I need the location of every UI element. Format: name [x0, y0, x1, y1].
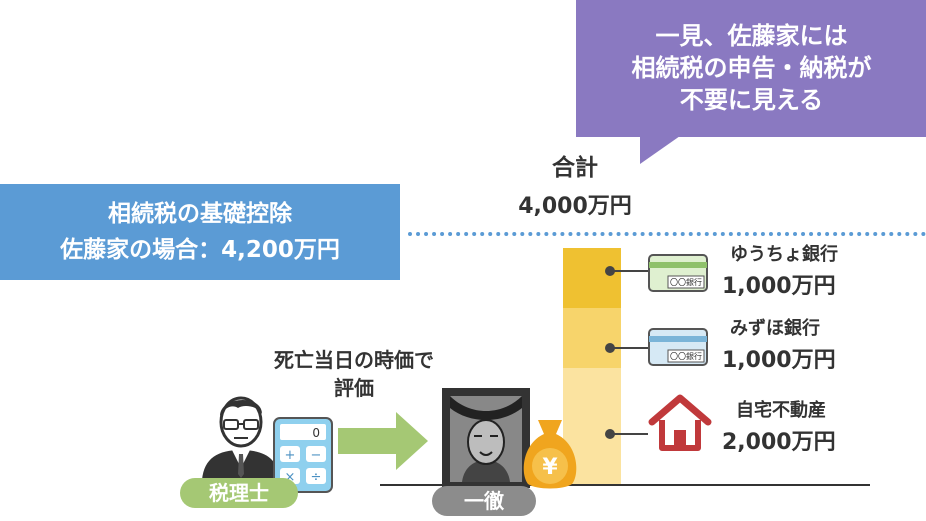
callout-line-3: 不要に見える: [679, 86, 824, 114]
house-icon: [648, 394, 712, 451]
svg-text:−: −: [311, 448, 322, 463]
passbook-green-icon: 〇〇銀行: [648, 254, 708, 292]
evaluation-label: 死亡当日の時価で 評価: [244, 346, 464, 402]
leader-line-home: [612, 433, 648, 435]
asset-name-yucho: ゆうちょ銀行: [730, 244, 838, 265]
bar-segment-mizuho: [563, 308, 621, 368]
asset-value-yucho: 1,000万円: [722, 274, 836, 299]
bar-segment-yucho: [563, 248, 621, 308]
callout-box: 一見、佐藤家には 相続税の申告・納税が 不要に見える: [576, 0, 926, 137]
tax-accountant-icon: [202, 396, 280, 480]
passbook-blue-icon: 〇〇銀行: [648, 328, 708, 366]
leader-dot-mizuho: [605, 343, 615, 353]
money-bag-icon: ¥: [523, 420, 577, 489]
asset-value-home: 2,000万円: [722, 430, 836, 455]
callout-line-2: 相続税の申告・納税が: [631, 54, 872, 82]
callout-tail: [640, 136, 680, 164]
asset-value-mizuho: 1,000万円: [722, 348, 836, 373]
evaluation-line-1: 死亡当日の時価で: [274, 348, 434, 372]
deceased-name-label: 一徹: [432, 486, 536, 516]
leader-line-mizuho: [612, 347, 648, 349]
evaluation-line-2: 評価: [334, 376, 374, 400]
svg-text:÷: ÷: [311, 470, 322, 485]
calculator-icon: 0 + − × ÷: [273, 417, 333, 493]
total-value: 4,000万円: [518, 194, 632, 219]
leader-dot-yucho: [605, 266, 615, 276]
callout-line-1: 一見、佐藤家には: [655, 22, 848, 50]
total-label: 合計: [552, 155, 598, 181]
memorial-portrait-icon: [442, 388, 530, 488]
passbook-blue-text: 〇〇銀行: [670, 351, 702, 361]
passbook-green-text: 〇〇銀行: [670, 277, 702, 287]
tax-accountant-label: 税理士: [180, 478, 298, 508]
calculator-display: 0: [312, 426, 320, 440]
asset-name-home: 自宅不動産: [736, 400, 826, 421]
svg-text:×: ×: [285, 470, 296, 485]
svg-text:+: +: [285, 448, 296, 463]
leader-dot-home: [605, 429, 615, 439]
arrow-right-icon: [338, 412, 428, 470]
deduction-line-2: 佐藤家の場合：4,200万円: [60, 237, 340, 263]
ground-line: [380, 484, 870, 486]
asset-name-mizuho: みずほ銀行: [730, 318, 820, 339]
deduction-line-1: 相続税の基礎控除: [108, 201, 292, 227]
basic-deduction-box: 相続税の基礎控除 佐藤家の場合：4,200万円: [0, 184, 400, 280]
deduction-threshold-line: [408, 232, 926, 236]
leader-line-yucho: [612, 270, 648, 272]
yen-symbol: ¥: [542, 455, 558, 480]
